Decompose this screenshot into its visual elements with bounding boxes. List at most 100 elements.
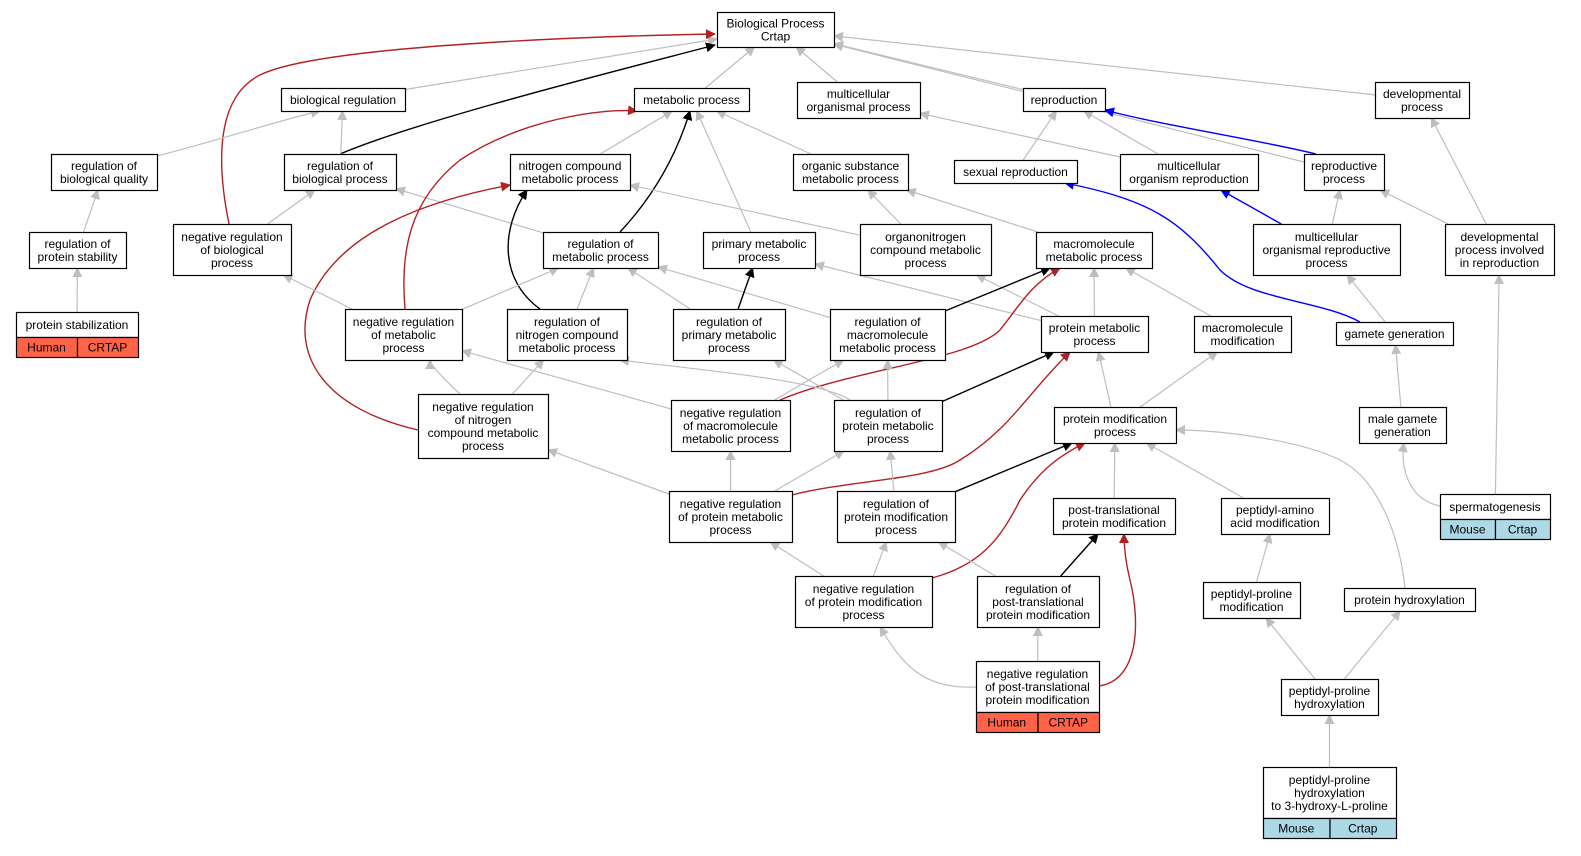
term-label-line: process [1073,334,1115,348]
term-node-reproduction[interactable]: reproduction [1022,87,1107,113]
term-box [633,87,751,113]
gene-cell [1494,518,1552,541]
term-label-line: organonitrogen [885,230,966,244]
term-label-line: to 3-hydroxy-L-proline [1271,799,1388,813]
term-label-line: metabolic process [839,341,936,355]
edge-is-a [704,46,756,89]
term-label-line: regulation of [855,406,922,420]
term-label-line: of protein metabolic [678,510,783,524]
edge-part-of [954,441,1073,493]
term-label-line: of biological [200,243,263,257]
term-label-line: regulation of [534,315,601,329]
term-box [792,153,910,192]
term-node-metabolic-process[interactable]: metabolic process [633,87,751,113]
term-box [1252,223,1402,277]
term-box [506,308,629,362]
term-box [280,87,407,113]
edge-is-a [1346,274,1386,323]
gene-cell [1329,817,1398,840]
term-node-gamete-generation[interactable]: gamete generation [1335,321,1455,347]
term-label-line: negative regulation [181,230,282,244]
edge-is-a [337,110,348,155]
term-label-line: generation [1374,425,1431,439]
term-label-line: compound metabolic [428,426,539,440]
edge-part-of [507,189,541,310]
gene-label: Crtap [1348,822,1378,836]
term-label-line: process [842,608,884,622]
edge-positively-regulates [1104,107,1317,155]
term-node-protein-hydroxylation[interactable]: protein hydroxylation [1343,587,1477,613]
term-box [15,311,140,339]
edge-is-a [1082,110,1159,155]
term-label-line: metabolic process [1046,250,1143,264]
term-box [836,490,957,544]
edge-is-a [814,261,1042,322]
term-box [1040,315,1150,354]
edge-negatively-regulates [304,181,511,431]
term-box [953,159,1079,185]
term-label-line: process [462,439,504,453]
term-label-line: biological process [292,172,387,186]
gene-cell [76,336,140,359]
term-box [670,399,792,453]
edge-is-a [1109,442,1120,499]
edge-is-a [1095,351,1112,408]
term-node-sexual-reproduction[interactable]: sexual reproduction [953,159,1079,185]
term-label-line: multicellular [827,87,890,101]
edge-is-a [795,46,838,83]
term-label-line: macromolecule [847,328,929,342]
term-box [1280,678,1380,717]
term-label-line: modification [1210,334,1274,348]
edge-is-a [1493,274,1504,495]
term-node-biological-regulation[interactable]: biological regulation [280,87,407,113]
edge-is-a [769,541,824,577]
term-label-line: organism reproduction [1129,172,1248,186]
term-label-line: protein modification [844,510,948,524]
edge-is-a [267,189,316,225]
edge-is-a [619,356,851,401]
term-label-line: protein metabolic [1049,321,1140,335]
term-label-line: primary metabolic [712,237,807,251]
